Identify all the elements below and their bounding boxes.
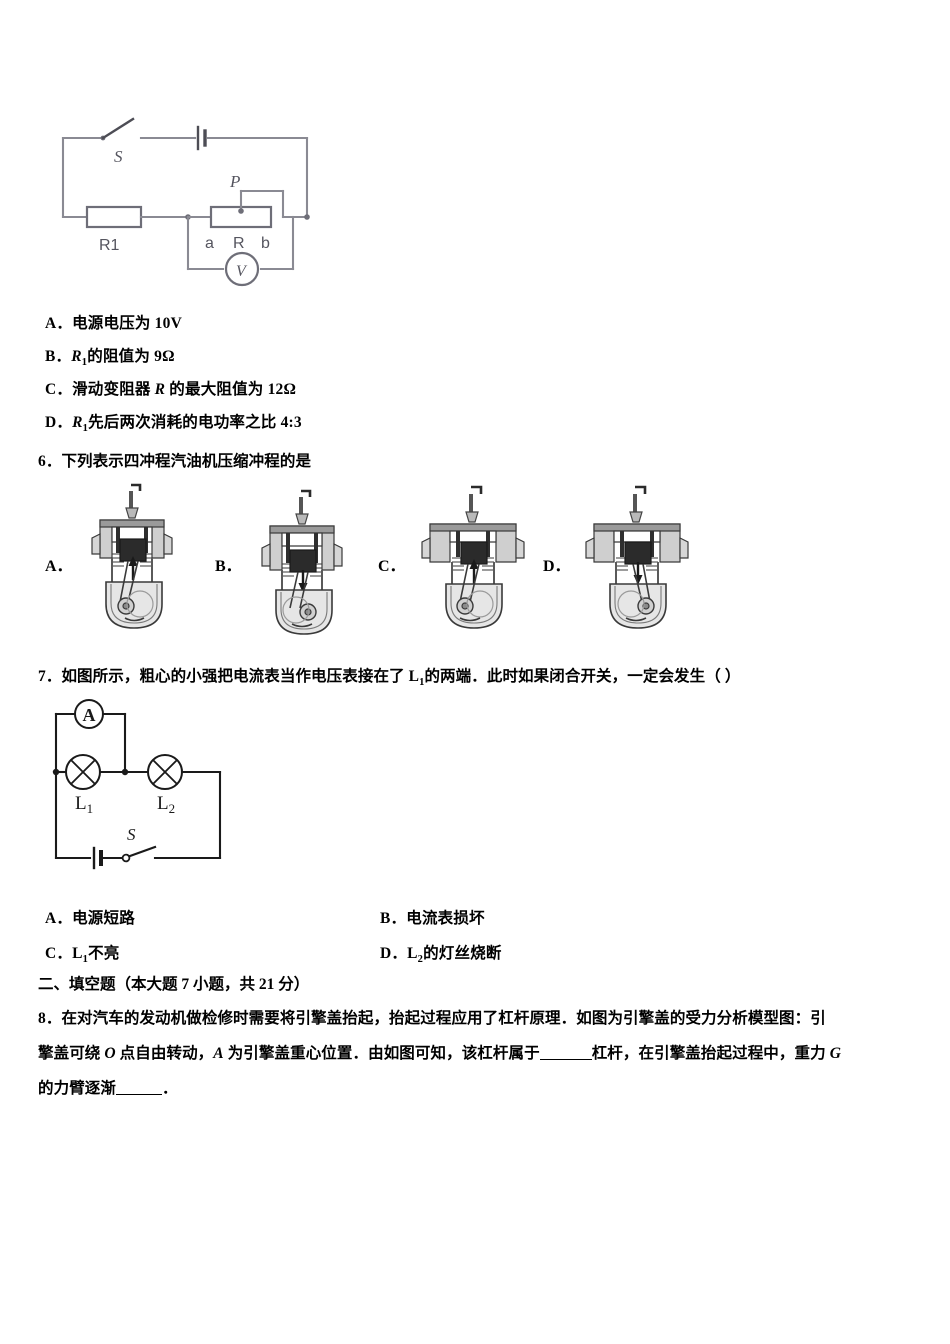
- question8-text1: 在对汽车的发动机做检修时需要将引擎盖抬起，抬起过程应用了杠杆原理．如图为引擎盖的…: [61, 1010, 826, 1027]
- switch-label: S: [114, 147, 123, 166]
- engine-stroke-diagram-c: [416, 484, 532, 634]
- q5-option-c-label: C．: [45, 381, 73, 398]
- voltmeter-label: V: [236, 263, 248, 280]
- q7-option-b-label: B．: [380, 910, 407, 927]
- q6-choice-a-label: A．: [45, 558, 73, 575]
- question8-l3a: 的力臂逐渐: [38, 1080, 117, 1097]
- engine-stroke-diagram-b: [248, 488, 360, 640]
- question8-l2c: 为引擎盖重心位置．由如图可知，该杠杆属于: [223, 1045, 540, 1062]
- q5-option-d-sub: 1: [82, 423, 89, 435]
- q5-option-d-label: D．: [45, 414, 73, 431]
- engine-stroke-diagram-a: [78, 482, 190, 634]
- question8-point-o: O: [104, 1045, 116, 1062]
- q7-option-a-text: 电源短路: [72, 910, 135, 927]
- q5-option-b: B．R1的阻值为 9Ω: [45, 344, 175, 368]
- question8-line2: 擎盖可绕 O 点自由转动，A 为引擎盖重心位置．由如图可知，该杠杆属于 杠杆，在引…: [38, 1041, 841, 1063]
- q5-option-b-sub: 1: [81, 357, 88, 369]
- q5-option-b-text: 的阻值为 9Ω: [87, 348, 175, 365]
- q5-option-d: D．R1先后两次消耗的电功率之比 4:3: [45, 410, 302, 434]
- q5-option-a-label: A．: [45, 315, 73, 332]
- q5-option-b-label: B．: [45, 348, 72, 365]
- question6-text: 下列表示四冲程汽油机压缩冲程的是: [61, 453, 312, 470]
- q5-option-d-text: 先后两次消耗的电功率之比 4:3: [88, 414, 302, 431]
- q6-choice-d-label: D．: [543, 558, 571, 575]
- question7-number: 7．: [38, 668, 62, 685]
- question7-stem: 7．如图所示，粗心的小强把电流表当作电压表接在了 L1的两端．此时如果闭合开关，…: [38, 664, 740, 688]
- q6-choice-c-label: C．: [378, 558, 406, 575]
- q7-option-d-main: L: [407, 945, 418, 962]
- question8-l3b: ．: [162, 1080, 178, 1097]
- q7-option-c-main: L: [72, 945, 83, 962]
- lamp1-label: L1: [75, 793, 93, 816]
- resistor-r1-label: R1: [99, 237, 120, 254]
- circuit-diagram-two-lamps: A L1 L2 S: [52, 699, 222, 870]
- q7-option-d-tail: 的灯丝烧断: [423, 945, 502, 962]
- q7-option-c-label: C．: [45, 945, 73, 962]
- question8-line1: 8．在对汽车的发动机做检修时需要将引擎盖抬起，抬起过程应用了杠杆原理．如图为引擎…: [38, 1006, 826, 1028]
- terminal-a-label: a: [205, 235, 214, 252]
- q7-option-c-tail: 不亮: [88, 945, 120, 962]
- question5-figure: S R1 P a R b V: [45, 95, 365, 295]
- q7-option-d-sub: 2: [417, 954, 424, 966]
- q7-option-d: D．L2的灯丝烧断: [380, 941, 502, 965]
- question7-figure: A L1 L2 S: [42, 692, 282, 882]
- lamp2-label: L2: [157, 793, 175, 816]
- slider-p-label: P: [229, 172, 240, 191]
- engine-stroke-diagram-d: [580, 484, 696, 634]
- question8-l2d: 杠杆，在引擎盖抬起过程中，重力: [591, 1045, 830, 1062]
- q5-option-d-var: R: [72, 414, 83, 431]
- q7-option-a: A．电源短路: [45, 906, 135, 928]
- question8-force-g: G: [829, 1045, 841, 1062]
- q5-option-b-var: R: [71, 348, 82, 365]
- question8-number: 8．: [38, 1010, 62, 1027]
- ammeter-label: A: [83, 705, 96, 725]
- q5-option-a-text: 电源电压为 10V: [72, 315, 182, 332]
- q6-choice-b-label: B．: [215, 558, 242, 575]
- q7-option-d-label: D．: [380, 945, 408, 962]
- section2-heading: 二、填空题（本大题 7 小题，共 21 分）: [38, 976, 310, 993]
- q7-option-b: B．电流表损坏: [380, 906, 485, 928]
- q5-option-c: C．滑动变阻器 R 的最大阻值为 12Ω: [45, 377, 296, 399]
- q7-option-c: C．L1不亮: [45, 941, 120, 965]
- question8-l2a: 擎盖可绕: [38, 1045, 105, 1062]
- q5-option-c-text: 滑动变阻器 R 的最大阻值为 12Ω: [72, 381, 297, 398]
- switch-label: S: [127, 825, 136, 844]
- question6-stem: 6．下列表示四冲程汽油机压缩冲程的是: [38, 449, 311, 471]
- question7-text-before: 如图所示，粗心的小强把电流表当作电压表接在了 L: [61, 668, 420, 685]
- rheostat-r-label: R: [233, 235, 245, 252]
- question6-number: 6．: [38, 453, 62, 470]
- circuit-diagram-rheostat: S R1 P a R b V: [61, 117, 310, 287]
- q7-option-a-label: A．: [45, 910, 73, 927]
- question8-blank-2[interactable]: [116, 1080, 163, 1095]
- q5-option-a: A．电源电压为 10V: [45, 311, 182, 333]
- question8-line3: 的力臂逐渐 ．: [38, 1076, 178, 1098]
- q7-option-b-text: 电流表损坏: [406, 910, 485, 927]
- question7-sub: 1: [419, 677, 425, 689]
- terminal-b-label: b: [261, 235, 270, 252]
- question8-point-a: A: [213, 1045, 224, 1062]
- question8-blank-1[interactable]: [539, 1045, 592, 1060]
- q7-option-c-sub: 1: [82, 954, 89, 966]
- question7-text-after: 的两端．此时如果闭合开关，一定会发生（ ）: [424, 668, 741, 685]
- question8-l2b: 点自由转动，: [115, 1045, 214, 1062]
